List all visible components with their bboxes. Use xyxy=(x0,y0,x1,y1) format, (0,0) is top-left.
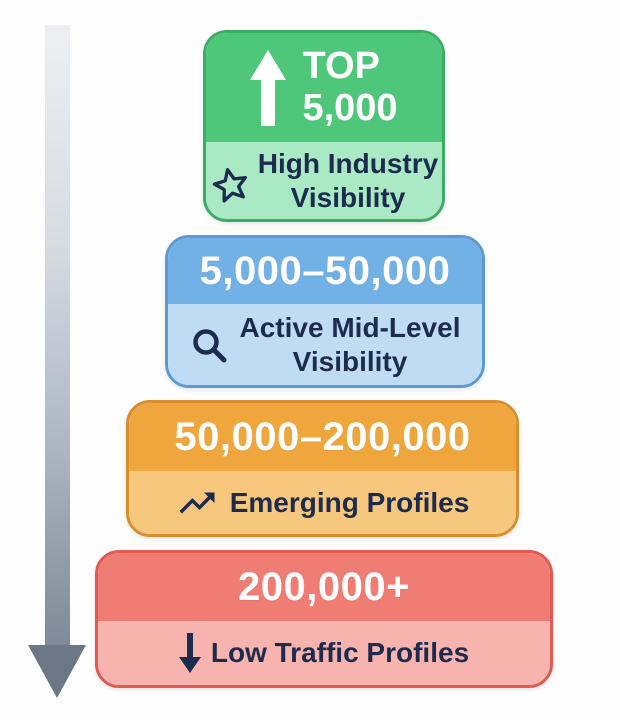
tier-range: 50,000–200,000 xyxy=(174,414,471,459)
tier-label-line1: High Industry xyxy=(257,148,439,180)
tier-range: 5,000–50,000 xyxy=(199,248,451,293)
tier-emerging-range-band: 50,000–200,000 xyxy=(129,403,516,471)
tier-label-line1: Active Mid-Level xyxy=(239,312,461,344)
tier-mid-level: 5,000–50,000 Active Mid-Level Visibility xyxy=(165,235,485,388)
trending-up-icon xyxy=(179,492,215,513)
tier-mid-level-label-band: Active Mid-Level Visibility xyxy=(168,304,482,385)
down-arrow-icon xyxy=(178,633,201,673)
tier-range: TOP 5,000 xyxy=(302,44,398,130)
descending-arrow-shaft xyxy=(45,25,70,647)
tier-top-5000: TOP 5,000 High Industry Visibility xyxy=(203,30,445,222)
search-icon xyxy=(192,328,227,362)
tier-label-line2: Visibility xyxy=(290,181,406,213)
star-icon xyxy=(212,167,247,203)
descending-arrow-head-icon xyxy=(28,645,86,698)
tier-range-line1: TOP xyxy=(302,44,380,87)
tier-range: 200,000+ xyxy=(238,564,410,609)
tier-top-5000-range-band: TOP 5,000 xyxy=(206,33,442,142)
tier-label: Low Traffic Profiles xyxy=(210,637,470,669)
tier-label-line2: Visibility xyxy=(292,345,408,377)
tier-mid-level-range-band: 5,000–50,000 xyxy=(168,238,482,304)
tier-low-traffic-range-band: 200,000+ xyxy=(98,553,550,621)
tier-low-traffic: 200,000+ Low Traffic Profiles xyxy=(95,550,553,688)
tier-emerging-label-band: Emerging Profiles xyxy=(129,471,516,534)
tier-low-traffic-label-band: Low Traffic Profiles xyxy=(98,621,550,685)
tier-label: Emerging Profiles xyxy=(229,486,470,518)
tier-top-5000-label-band: High Industry Visibility xyxy=(206,142,442,219)
up-arrow-icon xyxy=(250,49,287,126)
tier-range-line2: 5,000 xyxy=(302,86,398,129)
tier-label: Active Mid-Level Visibility xyxy=(240,311,461,377)
tier-label: High Industry Visibility xyxy=(258,147,438,213)
tier-emerging: 50,000–200,000 Emerging Profiles xyxy=(126,400,519,537)
